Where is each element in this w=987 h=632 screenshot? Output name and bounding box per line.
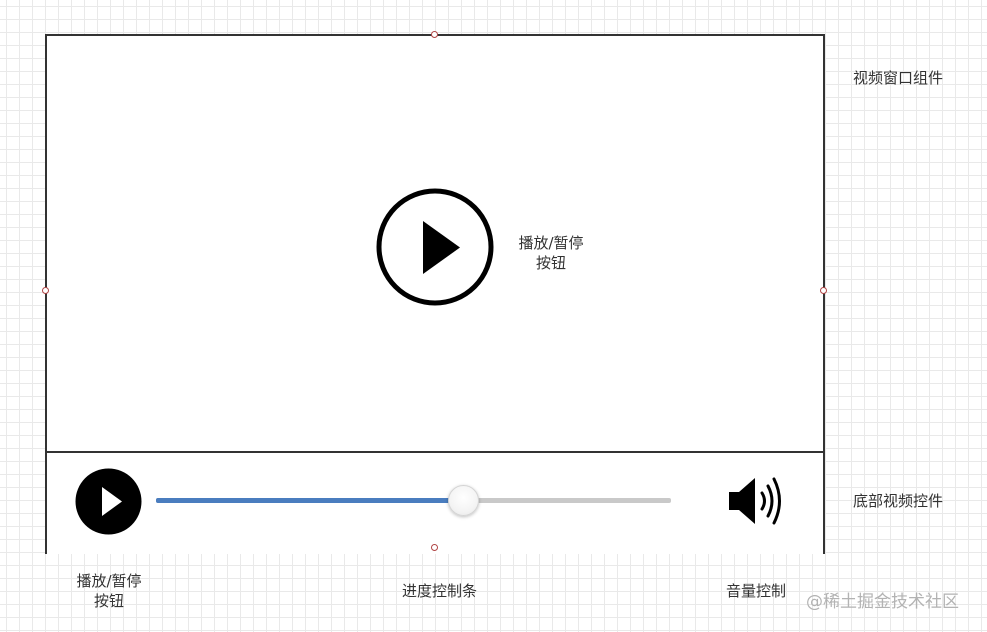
selection-handle-right[interactable] bbox=[820, 287, 827, 294]
play-icon bbox=[75, 468, 142, 535]
volume-button[interactable] bbox=[727, 474, 785, 528]
label-line: 按钮 bbox=[535, 254, 566, 272]
label-line: 按钮 bbox=[93, 592, 124, 610]
label-video-window-component: 视频窗口组件 bbox=[853, 69, 944, 87]
play-icon bbox=[376, 188, 494, 306]
label-bottom-play-pause: 播放/暂停 按钮 bbox=[64, 571, 154, 611]
progress-track[interactable] bbox=[156, 498, 671, 503]
label-volume-control: 音量控制 bbox=[726, 582, 787, 600]
progress-thumb[interactable] bbox=[448, 485, 479, 516]
progress-fill bbox=[156, 498, 465, 503]
selection-handle-bottom[interactable] bbox=[431, 544, 438, 551]
label-center-play-pause: 播放/暂停 按钮 bbox=[506, 233, 596, 273]
label-progress-bar: 进度控制条 bbox=[402, 582, 478, 600]
speaker-icon bbox=[729, 477, 781, 525]
video-window bbox=[45, 34, 825, 554]
label-bottom-controls-component: 底部视频控件 bbox=[853, 492, 944, 510]
selection-handle-left[interactable] bbox=[42, 287, 49, 294]
center-play-pause-button[interactable] bbox=[376, 188, 494, 306]
bottom-play-pause-button[interactable] bbox=[75, 468, 142, 535]
label-line: 播放/暂停 bbox=[76, 572, 142, 590]
watermark: @稀土掘金技术社区 bbox=[806, 592, 959, 612]
selection-handle-top[interactable] bbox=[431, 31, 438, 38]
label-line: 播放/暂停 bbox=[518, 234, 584, 252]
